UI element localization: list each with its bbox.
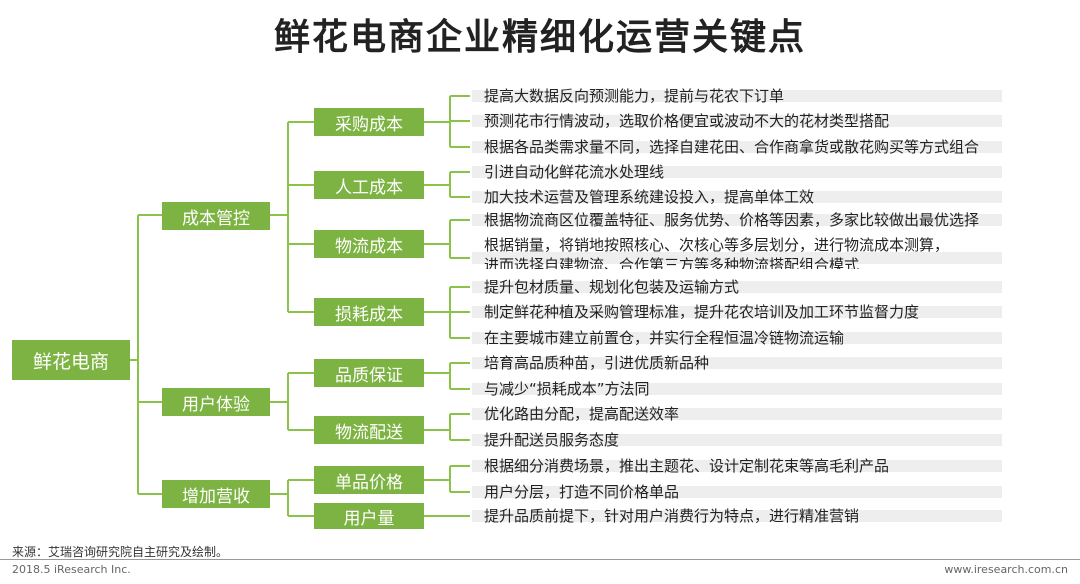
leaf-text: 在主要城市建立前置仓，并实行全程恒温冷链物流运输	[484, 329, 845, 347]
website-link[interactable]: www.iresearch.com.cn	[944, 563, 1068, 576]
leaf-band	[472, 90, 1002, 102]
leaf-text: 培育高品质种苗，引进优质新品种	[484, 354, 710, 372]
leaf-text: 用户分层，打造不同价格单品	[484, 483, 680, 501]
branch-node-user-experience: 用户体验	[162, 388, 270, 416]
leaf-text: 提高大数据反向预测能力，提前与花农下订单	[484, 87, 785, 105]
leaf-band	[472, 166, 1002, 178]
branch-node-revenue: 增加营收	[162, 480, 270, 508]
leaf-text: 加大技术运营及管理系统建设投入，提高单体工效	[484, 188, 815, 206]
leaf-text: 进而选择自建物流、合作第三方等多种物流搭配组合模式	[484, 256, 860, 269]
leaf-band	[472, 383, 1002, 395]
leaf-band	[472, 214, 1002, 226]
leaf-band	[472, 486, 1002, 498]
leaf-text: 优化路由分配，提高配送效率	[484, 405, 680, 423]
sub-node-unit-price: 单品价格	[314, 466, 424, 494]
leaf-text: 引进自动化鲜花流水处理线	[484, 163, 665, 181]
leaf-band	[472, 332, 1002, 344]
leaf-band	[472, 141, 1002, 153]
leaf-text: 根据物流商区位覆盖特征、服务优势、价格等因素，多家比较做出最优选择	[484, 211, 980, 229]
leaf-band	[472, 115, 1002, 127]
leaf-band	[472, 357, 1002, 369]
leaf-band	[472, 460, 1002, 472]
leaf-band	[472, 252, 1002, 264]
leaf-text: 提升品质前提下，针对用户消费行为特点，进行精准营销	[484, 507, 860, 525]
leaf-text: 预测花市行情波动，选取价格便宜或波动不大的花材类型搭配	[484, 112, 890, 130]
page-title: 鲜花电商企业精细化运营关键点	[273, 17, 806, 58]
copyright-text: 2018.5 iResearch Inc.	[12, 563, 131, 576]
sub-node-procurement-cost: 采购成本	[314, 108, 424, 136]
source-note: 来源：艾瑞咨询研究院自主研究及绘制。	[12, 545, 229, 559]
leaf-band	[472, 434, 1002, 446]
leaf-text: 根据细分消费场景，推出主题花、设计定制花束等高毛利产品	[484, 457, 890, 475]
leaf-band	[472, 306, 1002, 318]
leaf-band	[472, 510, 1002, 522]
leaf-text: 根据销量，将销地按照核心、次核心等多层划分，进行物流成本测算，	[484, 236, 950, 254]
leaf-text: 与减少“损耗成本”方法同	[484, 380, 650, 398]
sub-node-loss-cost: 损耗成本	[314, 298, 424, 326]
leaf-text: 提升包材质量、规划化包装及运输方式	[484, 278, 740, 296]
sub-node-logistics-delivery: 物流配送	[314, 416, 424, 444]
leaf-text: 制定鲜花种植及采购管理标准，提升花农培训及加工环节监督力度	[484, 303, 920, 321]
branch-node-cost-control: 成本管控	[162, 202, 270, 230]
root-node: 鲜花电商	[12, 340, 130, 380]
sub-node-labor-cost: 人工成本	[314, 171, 424, 199]
leaf-text: 根据各品类需求量不同，选择自建花田、合作商拿货或散花购买等方式组合	[484, 138, 980, 156]
sub-node-logistics-cost: 物流成本	[314, 230, 424, 258]
leaf-band	[472, 191, 1002, 203]
leaf-band	[472, 408, 1002, 420]
sub-node-user-count: 用户量	[314, 503, 424, 529]
footer-divider	[0, 559, 1080, 560]
sub-node-quality-assurance: 品质保证	[314, 359, 424, 387]
leaf-text: 提升配送员服务态度	[484, 431, 620, 449]
leaf-band	[472, 281, 1002, 293]
